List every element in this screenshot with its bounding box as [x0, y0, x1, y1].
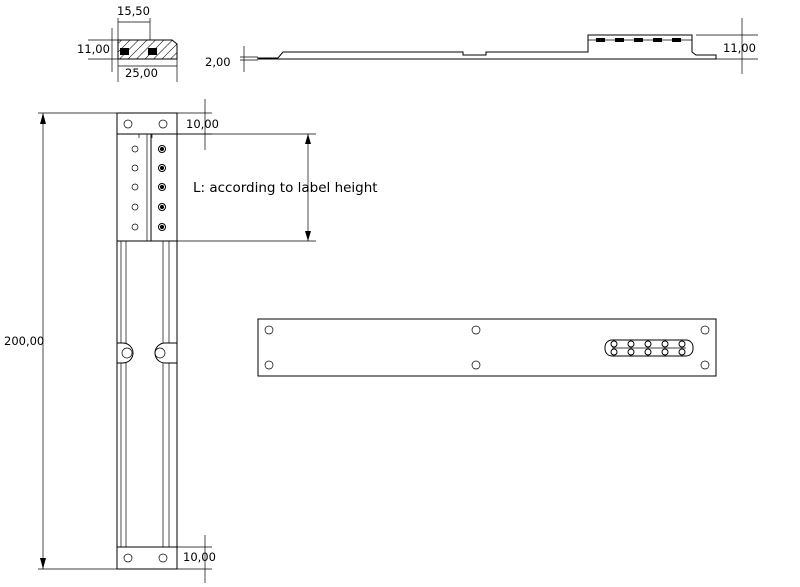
profile-insert-3	[634, 38, 643, 42]
label-pin	[160, 166, 164, 170]
side-profile-outline	[257, 34, 717, 60]
front-view: 200,00 10,00 10,00 L: according to label…	[4, 99, 378, 583]
label-pin	[160, 147, 164, 151]
slot-hole	[644, 340, 652, 348]
slot-hole	[661, 348, 669, 356]
label-hole	[131, 203, 139, 211]
profile-insert-5	[672, 38, 681, 42]
slot-hole	[610, 340, 618, 348]
slot-hole	[627, 340, 635, 348]
mount-hole	[123, 119, 133, 129]
cross-section-profile	[117, 39, 178, 60]
dim-section-height: 11,00	[77, 42, 110, 56]
label-pin	[158, 183, 166, 191]
dim-hole-offset-bottom: 10,00	[183, 550, 216, 564]
label-pin	[158, 223, 166, 231]
plan-hole	[471, 360, 481, 370]
slot-hole	[610, 348, 618, 356]
slot-hole	[678, 348, 686, 356]
label-pin	[158, 164, 166, 172]
profile-insert-1	[596, 38, 605, 42]
label-hole	[131, 183, 139, 191]
mount-hole	[123, 553, 133, 563]
slot-hole	[644, 348, 652, 356]
dim-total-length: 200,00	[4, 334, 44, 348]
plan-hole	[471, 325, 481, 335]
left-clip	[116, 342, 134, 364]
front-outer-outline	[116, 112, 178, 570]
label-height-note: L: according to label height	[193, 180, 378, 196]
profile-insert-4	[653, 38, 662, 42]
dim-bottom-width: 25,00	[125, 66, 158, 80]
label-pin	[158, 145, 166, 153]
plan-label-slot	[604, 339, 694, 357]
right-clip	[154, 342, 178, 364]
plan-outline	[257, 318, 717, 377]
plan-hole	[264, 360, 274, 370]
cross-section-slot-left	[120, 48, 129, 55]
slot-hole	[678, 340, 686, 348]
profile-insert-2	[615, 38, 624, 42]
left-clip-hole	[121, 347, 133, 359]
plan-hole	[700, 325, 710, 335]
label-pin	[158, 203, 166, 211]
label-hole	[131, 164, 139, 172]
label-hole	[131, 145, 139, 153]
dim-step-height: 2,00	[205, 55, 231, 69]
mount-hole	[158, 119, 168, 129]
right-clip-hole	[154, 347, 166, 359]
side-profile-view: 2,00 11,00	[205, 18, 758, 74]
label-hole	[131, 223, 139, 231]
cross-section-slot-right	[148, 48, 157, 55]
mount-hole	[158, 553, 168, 563]
label-pin	[160, 185, 164, 189]
label-pin	[160, 205, 164, 209]
dim-hole-offset-top: 10,00	[186, 117, 219, 131]
dim-top-width: 15,50	[117, 4, 150, 18]
plan-hole	[700, 360, 710, 370]
slot-hole	[661, 340, 669, 348]
plan-hole	[264, 325, 274, 335]
cross-section-view: 15,50 25,00 11,00	[77, 4, 178, 82]
label-pin	[160, 225, 164, 229]
slot-hole	[627, 348, 635, 356]
plan-view	[257, 318, 717, 377]
dim-side-height: 11,00	[723, 41, 756, 55]
